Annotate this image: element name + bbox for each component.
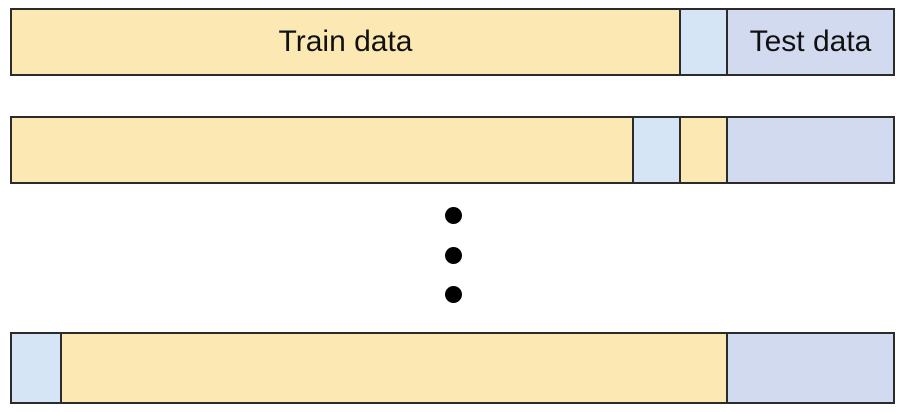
validation-segment bbox=[632, 118, 679, 182]
train-segment bbox=[12, 118, 632, 182]
fold-row-last bbox=[10, 332, 895, 404]
train-data-label: Train data bbox=[278, 25, 413, 58]
ellipsis-dot bbox=[445, 207, 462, 224]
test-segment bbox=[726, 118, 893, 182]
ellipsis-dot bbox=[445, 286, 462, 303]
test-segment: Test data bbox=[726, 10, 893, 74]
fold-row-2 bbox=[10, 116, 895, 184]
fold-row-1: Train data Test data bbox=[10, 8, 895, 76]
train-segment bbox=[679, 118, 726, 182]
validation-segment bbox=[12, 334, 60, 402]
test-data-label: Test data bbox=[749, 25, 872, 58]
ellipsis-dot bbox=[445, 247, 462, 264]
test-segment bbox=[726, 334, 893, 402]
train-segment: Train data bbox=[12, 10, 679, 74]
validation-segment bbox=[679, 10, 726, 74]
train-segment bbox=[60, 334, 726, 402]
